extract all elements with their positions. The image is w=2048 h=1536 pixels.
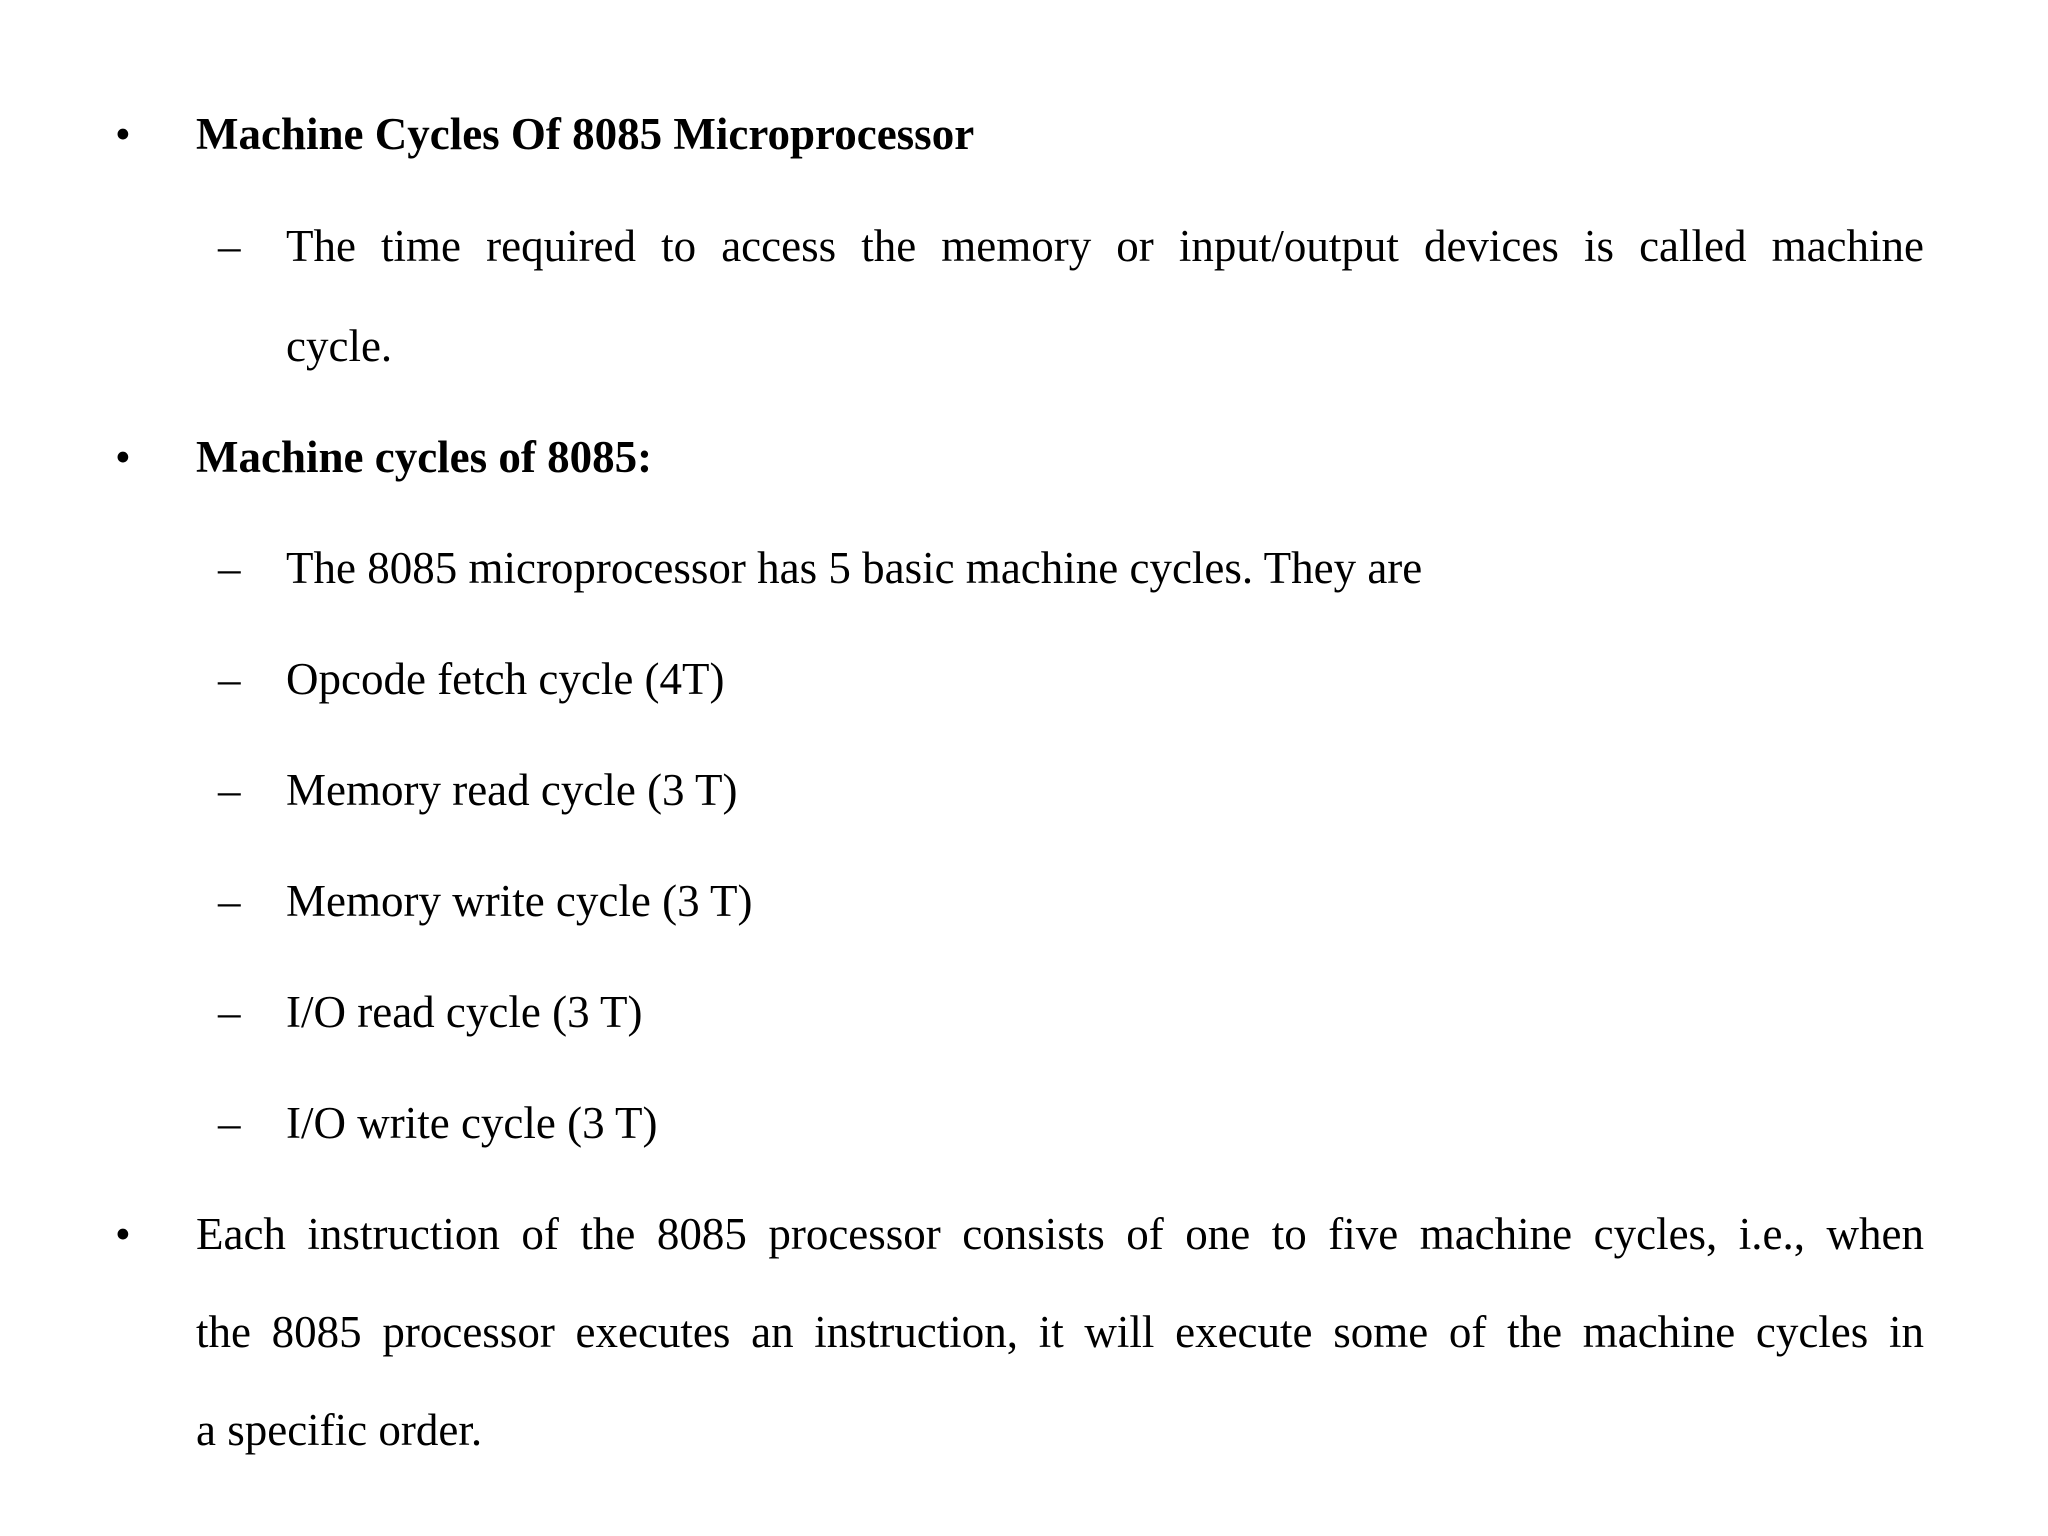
list-item-text: Memory read cycle (3 T) [286,765,738,815]
paragraph-line-1: Each instruction of the 8085 processor c… [196,1209,1924,1259]
dash-marker: – [218,1098,241,1148]
dash-marker: – [218,876,241,926]
section-heading: Machine Cycles Of 8085 Microprocessor [196,109,975,159]
dash-marker: – [218,543,241,593]
definition-line-1: The time required to access the memory o… [286,221,1924,271]
bullet-marker: • [115,432,131,482]
dash-marker: – [218,654,241,704]
dash-marker: – [218,987,241,1037]
dash-marker: – [218,765,241,815]
section-heading: Machine cycles of 8085: [196,432,653,482]
bullet-marker: • [115,109,131,159]
list-item-text: I/O read cycle (3 T) [286,987,643,1037]
list-item-text: I/O write cycle (3 T) [286,1098,658,1148]
paragraph-line-2: the 8085 processor executes an instructi… [196,1307,1924,1357]
list-item-text: Opcode fetch cycle (4T) [286,654,725,704]
dash-marker: – [218,221,241,271]
list-item-text: Memory write cycle (3 T) [286,876,753,926]
definition-line-2: cycle. [286,321,393,371]
bullet-marker: • [115,1209,131,1259]
list-item-text: The 8085 microprocessor has 5 basic mach… [286,543,1423,593]
paragraph-line-3: a specific order. [196,1405,483,1455]
